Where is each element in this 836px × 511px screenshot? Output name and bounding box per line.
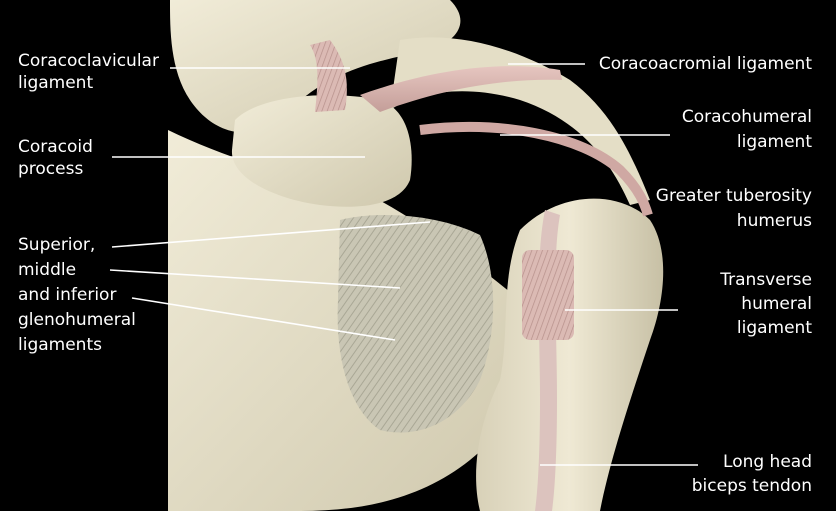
- label-line: Greater tuberosity: [656, 184, 812, 209]
- transverse-humeral-ligament: [522, 250, 574, 340]
- label-coracoid-process: Coracoid process: [18, 136, 93, 180]
- label-line: and inferior: [18, 283, 136, 308]
- label-line: ligament: [720, 316, 812, 340]
- label-line: ligament: [682, 130, 812, 155]
- label-line: Coracoclavicular: [18, 50, 159, 72]
- label-line: humerus: [656, 209, 812, 234]
- label-coracohumeral-ligament: Coracohumeral ligament: [682, 105, 812, 155]
- label-line: ligaments: [18, 333, 136, 358]
- label-coracoclavicular-ligament: Coracoclavicular ligament: [18, 50, 159, 94]
- label-line: Long head: [692, 450, 812, 474]
- label-line: Coracoacromial ligament: [599, 53, 812, 75]
- label-line: biceps tendon: [692, 474, 812, 498]
- label-greater-tuberosity-humerus: Greater tuberosity humerus: [656, 184, 812, 234]
- label-glenohumeral-ligaments: Superior, middle and inferior glenohumer…: [18, 233, 136, 358]
- label-line: glenohumeral: [18, 308, 136, 333]
- humerus: [476, 199, 663, 511]
- label-long-head-biceps-tendon: Long head biceps tendon: [692, 450, 812, 498]
- label-line: process: [18, 158, 93, 180]
- label-line: ligament: [18, 72, 159, 94]
- label-line: humeral: [720, 292, 812, 316]
- label-line: Superior,: [18, 233, 136, 258]
- label-transverse-humeral-ligament: Transverse humeral ligament: [720, 268, 812, 340]
- label-line: Coracoid: [18, 136, 93, 158]
- label-coracoacromial-ligament: Coracoacromial ligament: [599, 53, 812, 75]
- label-line: Transverse: [720, 268, 812, 292]
- label-line: Coracohumeral: [682, 105, 812, 130]
- label-line: middle: [18, 258, 136, 283]
